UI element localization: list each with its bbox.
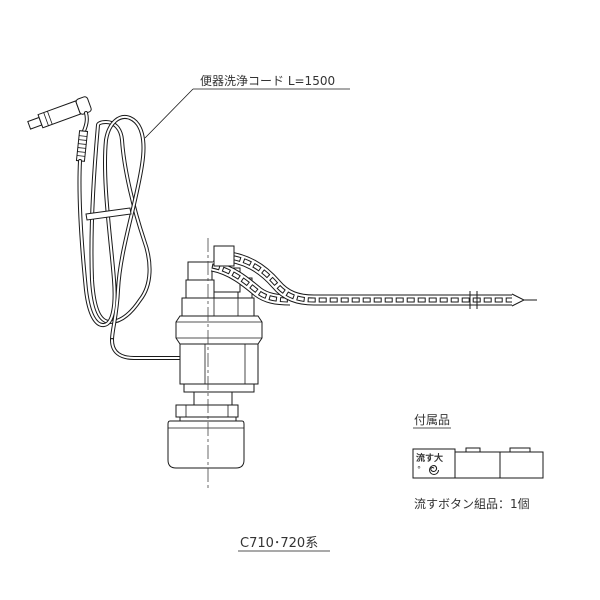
cord-loop-inner bbox=[89, 120, 152, 324]
stem bbox=[185, 279, 215, 301]
bottom-cap bbox=[167, 420, 245, 469]
accessories: 付属品 流す大 ° 流すボタン組品：1個 bbox=[412, 413, 544, 511]
accessories-heading: 付属品 bbox=[414, 413, 450, 427]
blank-button-1 bbox=[454, 451, 501, 479]
flush-button-large bbox=[412, 448, 456, 479]
hex-nut bbox=[183, 383, 255, 393]
cord-plug bbox=[27, 96, 92, 130]
body-lower bbox=[179, 343, 259, 385]
top-knob bbox=[213, 245, 235, 267]
sleeve-rib bbox=[77, 147, 86, 149]
flush-button-label: 流す大 bbox=[416, 452, 443, 464]
flange bbox=[175, 404, 239, 418]
collar bbox=[181, 297, 255, 317]
button-tab-1 bbox=[465, 447, 481, 453]
cord-loop-inner-fill bbox=[90, 121, 151, 323]
body-mid bbox=[175, 315, 263, 345]
accessories-caption: 流すボタン組品：1個 bbox=[414, 497, 530, 511]
ribbon-cable bbox=[212, 256, 537, 309]
swirl-icon bbox=[429, 464, 439, 475]
flush-button-set: 流す大 ° bbox=[412, 447, 544, 479]
cord-lead-fill bbox=[111, 339, 180, 359]
sleeve-rib bbox=[79, 135, 88, 137]
plug-ring-line bbox=[47, 111, 53, 125]
cord-sleeve bbox=[75, 130, 89, 162]
ribbon-end bbox=[511, 293, 526, 307]
sleeve-rib bbox=[78, 143, 87, 145]
sleeve-body bbox=[75, 130, 89, 162]
sleeve-rib bbox=[77, 151, 86, 153]
cord-label: 便器洗浄コード L=1500 bbox=[200, 74, 335, 88]
cord-callout: 便器洗浄コード L=1500 bbox=[144, 74, 350, 139]
flush-cord bbox=[75, 111, 181, 360]
model-series: C710･720系 bbox=[240, 536, 318, 551]
flush-button-mark: ° bbox=[417, 465, 421, 474]
upper-left-block bbox=[187, 261, 215, 281]
sleeve-rib bbox=[76, 155, 85, 157]
cord-leader-line bbox=[144, 88, 194, 139]
valve-assembly bbox=[167, 261, 263, 469]
plug-ring-line bbox=[43, 112, 49, 126]
lower-neck bbox=[193, 391, 233, 406]
blank-button-2 bbox=[499, 451, 544, 479]
button-tab-2 bbox=[509, 447, 531, 453]
sleeve-rib bbox=[78, 139, 87, 141]
cord-tie-band bbox=[85, 207, 132, 221]
